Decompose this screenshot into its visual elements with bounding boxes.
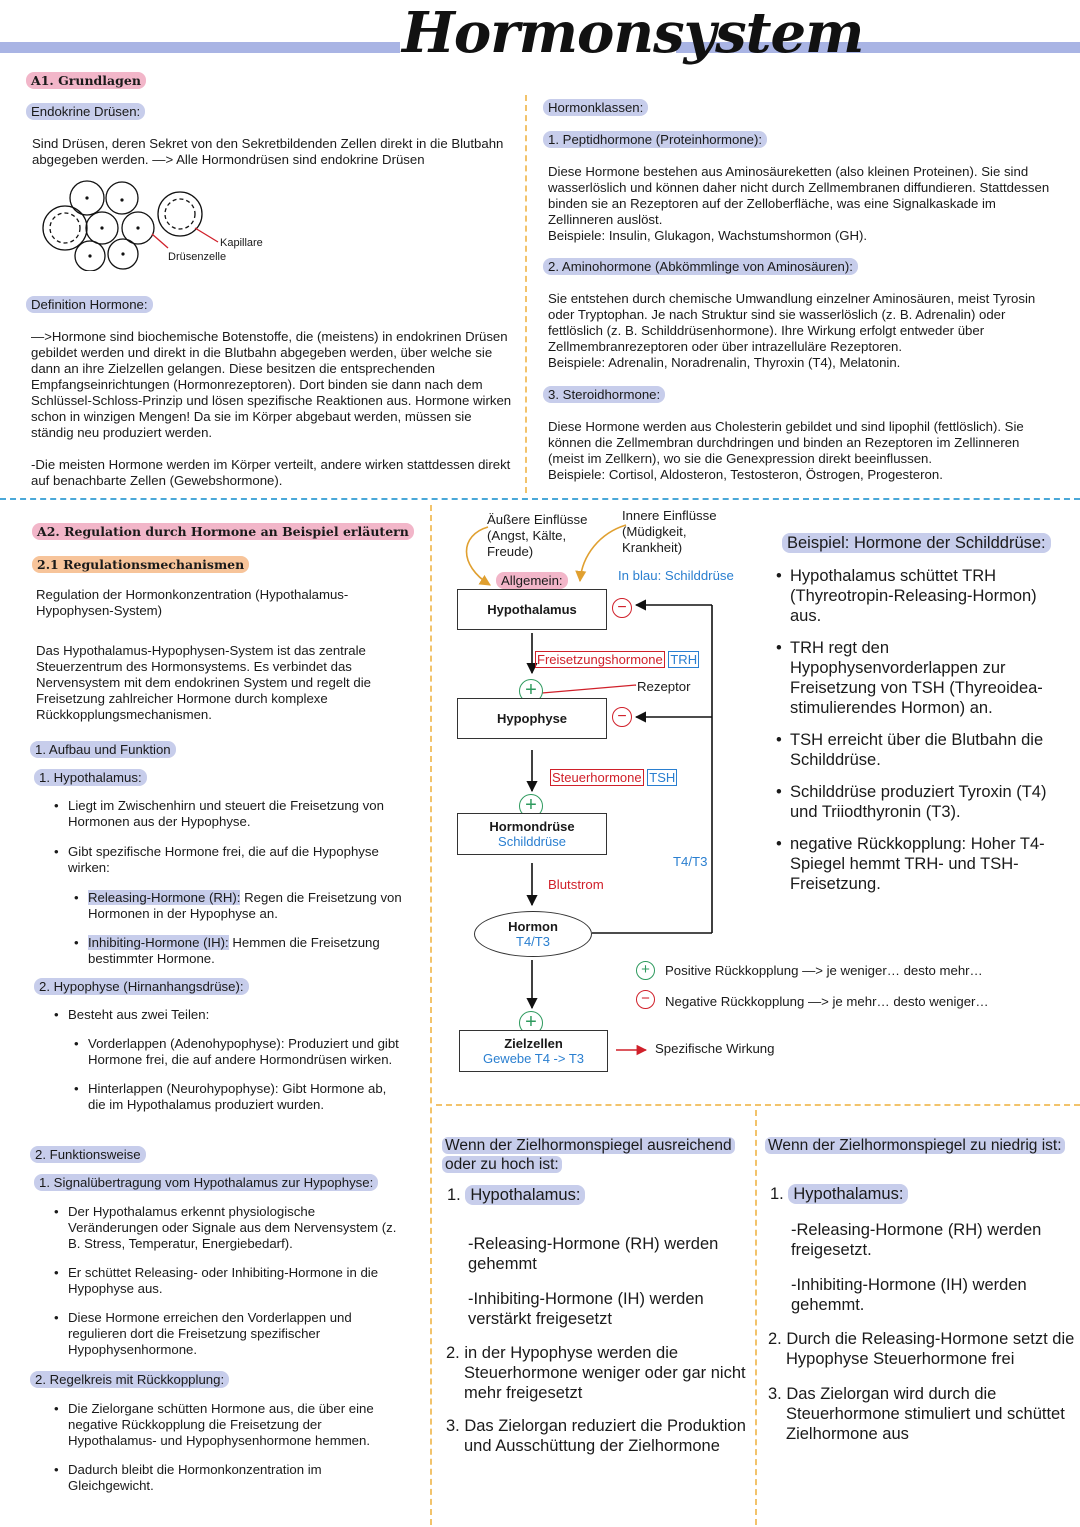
hypophyse-label: 2. Hypophyse (Hirnanhangsdrüse): — [34, 978, 249, 995]
hoch-hypothalamus: 1. Hypothalamus: — [447, 1185, 586, 1205]
hypothalamus-label: 1. Hypothalamus: — [34, 769, 147, 786]
beispiel-bullets: Hypothalamus schüttet TRH (Thyreotropin-… — [776, 566, 1066, 894]
minus-icon: − — [612, 598, 632, 618]
klassen-label: Hormonklassen: — [543, 99, 649, 116]
a2-intro2: Das Hypothalamus-Hypophysen-System ist d… — [36, 643, 371, 722]
rezeptor-label: Rezeptor — [637, 679, 691, 694]
niedrig-step2: 2. Durch die Releasing-Hormone setzt die… — [768, 1330, 1075, 1368]
aufbau-label: 1. Aufbau und Funktion — [30, 741, 176, 758]
list-item: Vorderlappen (Adenohypophyse): Produzier… — [74, 1036, 406, 1068]
minus-icon: − — [612, 707, 632, 727]
t4t3-side-label: T4/T3 — [673, 854, 708, 869]
list-item: Der Hypothalamus erkennt physiologische … — [54, 1204, 404, 1252]
hoch-rh: -Releasing-Hormone (RH) werden gehemmt — [468, 1235, 719, 1273]
hypothalamus-bullets: Liegt im Zwischenhirn und steuert die Fr… — [54, 798, 404, 967]
hoch-step2: 2. in der Hypophyse werden die Steuerhor… — [446, 1344, 746, 1402]
list-item: Diese Hormone erreichen den Vorderlappen… — [54, 1310, 404, 1358]
aeussere-einfluesse: Äußere Einflüsse (Angst, Kälte, Freude) — [487, 512, 588, 559]
funktion-label: 2. Funktionsweise — [30, 1146, 146, 1163]
a2-intro1: Regulation der Hormonkonzentration (Hypo… — [36, 587, 349, 618]
divider-bottom-right — [755, 1110, 757, 1525]
spezifische-wirkung: Spezifische Wirkung — [655, 1041, 775, 1056]
list-item: Schilddrüse produziert Tyroxin (T4) und … — [776, 782, 1066, 822]
klasse1-label: 1. Peptidhormone (Proteinhormone): — [543, 131, 768, 148]
gland-figure — [42, 180, 219, 271]
plus-icon: + — [636, 961, 655, 980]
oval-hormon: Hormon T4/T3 — [474, 911, 592, 957]
signal-label: 1. Signalübertragung vom Hypothalamus zu… — [34, 1174, 379, 1191]
flow-diagram-arrows — [465, 524, 713, 1056]
title-bar-right — [676, 42, 1080, 53]
divider-bottom-left — [430, 505, 432, 1525]
innere-einfluesse: Innere Einflüsse (Müdigkeit, Krankheit) — [622, 508, 717, 555]
freisetzung-label: Freisetzungshormone TRH — [535, 651, 700, 668]
definition-p2: -Die meisten Hormone werden im Körper ve… — [31, 457, 511, 488]
klasse3-label: 3. Steroidhormone: — [543, 386, 666, 403]
a2-heading: A2. Regulation durch Hormone an Beispiel… — [32, 523, 414, 540]
box-zielzellen: Zielzellen Gewebe T4 -> T3 — [459, 1030, 608, 1072]
list-item: negative Rückkopplung: Hoher T4-Spiegel … — [776, 834, 1066, 894]
niedrig-ih: -Inhibiting-Hormone (IH) werden gehemmt. — [791, 1276, 1027, 1314]
definition-p1: —>Hormone sind biochemische Botenstoffe,… — [31, 329, 512, 440]
page-title: Hormonsystem — [402, 0, 864, 66]
a2-subheading: 2.1 Regulationsmechanismen — [32, 556, 250, 573]
fig-label-druesenzelle: Drüsenzelle — [168, 251, 227, 263]
divider-horizontal — [0, 498, 1080, 500]
list-item: Besteht aus zwei Teilen: — [54, 1007, 406, 1023]
niedrig-hypothalamus: 1. Hypothalamus: — [770, 1184, 909, 1204]
list-item: TSH erreicht über die Blutbahn die Schil… — [776, 730, 1066, 770]
regel-bullets: Die Zielorgane schütten Hormone aus, die… — [54, 1401, 404, 1494]
list-item: Liegt im Zwischenhirn und steuert die Fr… — [54, 798, 404, 830]
blutstrom-label: Blutstrom — [548, 877, 604, 892]
title-bar-left — [0, 42, 400, 53]
klasse3-text: Diese Hormone werden aus Cholesterin geb… — [548, 419, 1024, 482]
legend-negative: Negative Rückkopplung —> je mehr… desto … — [665, 994, 989, 1009]
box-hypophyse: Hypophyse — [457, 698, 607, 739]
minus-icon: − — [636, 990, 655, 1009]
list-item: TRH regt den Hypophysenvorderlappen zur … — [776, 638, 1066, 718]
box-hypothalamus: Hypothalamus — [457, 589, 607, 630]
blau-hint: In blau: Schilddrüse — [618, 568, 734, 583]
list-item: Er schüttet Releasing- oder Inhibiting-H… — [54, 1265, 404, 1297]
hypophyse-bullets: Besteht aus zwei Teilen: Vorderlappen (A… — [54, 1007, 406, 1113]
list-item: Inhibiting-Hormone (IH): Hemmen die Frei… — [74, 935, 404, 967]
list-item: Releasing-Hormone (RH): Regen die Freise… — [74, 890, 404, 922]
niedrig-step3: 3. Das Zielorgan wird durch die Steuerho… — [768, 1385, 1065, 1443]
list-item: Gibt spezifische Hormone frei, die auf d… — [54, 844, 404, 876]
hoch-step3: 3. Das Zielorgan reduziert die Produktio… — [446, 1417, 746, 1455]
list-item: Dadurch bleibt die Hormonkonzentration i… — [54, 1462, 404, 1494]
beispiel-heading: Beispiel: Hormone der Schilddrüse: — [782, 533, 1051, 553]
endokrine-text: Sind Drüsen, deren Sekret von den Sekret… — [32, 136, 504, 167]
klasse2-label: 2. Aminohormone (Abkömmlinge von Aminosä… — [543, 258, 858, 275]
endokrine-label: Endokrine Drüsen: — [26, 103, 146, 120]
box-hormondruese: Hormondrüse Schilddrüse — [457, 813, 607, 855]
regel-label: 2. Regelkreis mit Rückkopplung: — [30, 1371, 230, 1388]
list-item: Hypothalamus schüttet TRH (Thyreotropin-… — [776, 566, 1066, 626]
list-item: Hinterlappen (Neurohypophyse): Gibt Horm… — [74, 1081, 406, 1113]
divider-bottom-mid — [436, 1104, 1080, 1106]
steuer-label: Steuerhormone TSH — [550, 769, 678, 786]
fig-label-kapillare: Kapillare — [220, 237, 263, 249]
divider-top-vertical — [525, 95, 527, 493]
klasse1-text: Diese Hormone bestehen aus Aminosäureket… — [548, 164, 1050, 243]
signal-bullets: Der Hypothalamus erkennt physiologische … — [54, 1204, 404, 1358]
definition-label: Definition Hormone: — [26, 296, 153, 313]
list-item: Die Zielorgane schütten Hormone aus, die… — [54, 1401, 404, 1449]
allgemein-label: Allgemein: — [496, 572, 568, 589]
niedrig-rh: -Releasing-Hormone (RH) werden freigeset… — [791, 1221, 1042, 1259]
legend-positive: Positive Rückkopplung —> je weniger… des… — [665, 963, 983, 978]
hoch-heading: Wenn der Zielhormonspiegel ausreichend o… — [442, 1136, 748, 1174]
a1-heading: A1. Grundlagen — [26, 72, 146, 89]
klasse2-text: Sie entstehen durch chemische Umwandlung… — [548, 291, 1036, 370]
niedrig-heading: Wenn der Zielhormonspiegel zu niedrig is… — [765, 1136, 1065, 1155]
hoch-ih: -Inhibiting-Hormone (IH) werden verstärk… — [468, 1290, 704, 1328]
